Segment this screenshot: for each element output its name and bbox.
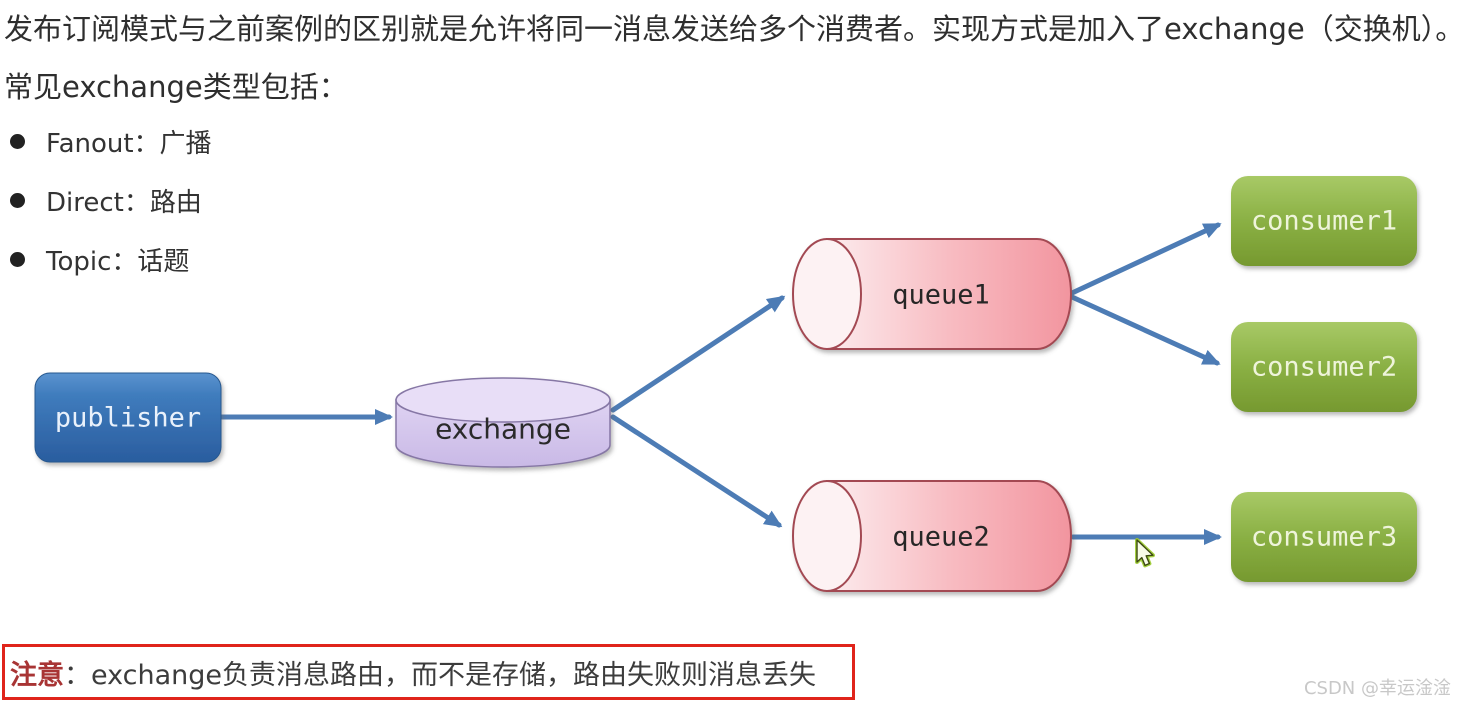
intro-text: 发布订阅模式与之前案例的区别就是允许将同一消息发送给多个消费者。实现方式是加入了…	[4, 12, 1463, 46]
node-exchange: exchange	[395, 377, 611, 468]
bullet-label: Direct：路由	[46, 187, 202, 218]
note-prefix: 注意	[10, 659, 64, 691]
exchange-label: exchange	[435, 413, 571, 446]
bullet-label: Topic：话题	[46, 246, 190, 277]
subtitle-text: 常见exchange类型包括：	[4, 70, 348, 104]
consumer2-label: consumer2	[1251, 352, 1397, 383]
list-item-direct: Direct：路由	[10, 183, 212, 218]
node-queue1: queue1	[792, 238, 1072, 350]
watermark: CSDN @幸运淦淦	[1303, 678, 1451, 699]
note-text: ：exchange负责消息路由，而不是存储，路由失败则消息丢失	[64, 659, 817, 691]
list-item-topic: Topic：话题	[10, 242, 212, 277]
bullet-icon	[10, 192, 25, 208]
node-consumer1: consumer1	[1231, 176, 1417, 266]
edge-exchange-queue2	[610, 414, 783, 528]
publisher-label: publisher	[55, 403, 201, 434]
exchange-type-list: Fanout：广播 Direct：路由 Topic：话题	[10, 124, 212, 301]
mouse-cursor-icon	[1135, 538, 1155, 568]
node-consumer2: consumer2	[1231, 322, 1417, 412]
bullet-icon	[10, 133, 25, 149]
queue2-label: queue2	[892, 522, 990, 553]
edge-queue1-consumer2	[1069, 294, 1221, 366]
node-queue2: queue2	[792, 480, 1072, 592]
bullet-icon	[10, 251, 25, 267]
edge-queue1-consumer1	[1069, 222, 1222, 296]
node-consumer3: consumer3	[1231, 492, 1417, 582]
edge-exchange-queue1	[610, 295, 786, 413]
queue1-label: queue1	[892, 280, 990, 311]
note-box: 注意：exchange负责消息路由，而不是存储，路由失败则消息丢失	[2, 644, 855, 700]
list-item-fanout: Fanout：广播	[10, 124, 212, 159]
consumer3-label: consumer3	[1251, 522, 1397, 553]
consumer1-label: consumer1	[1251, 206, 1397, 237]
node-publisher: publisher	[34, 372, 222, 463]
bullet-label: Fanout：广播	[46, 128, 212, 159]
